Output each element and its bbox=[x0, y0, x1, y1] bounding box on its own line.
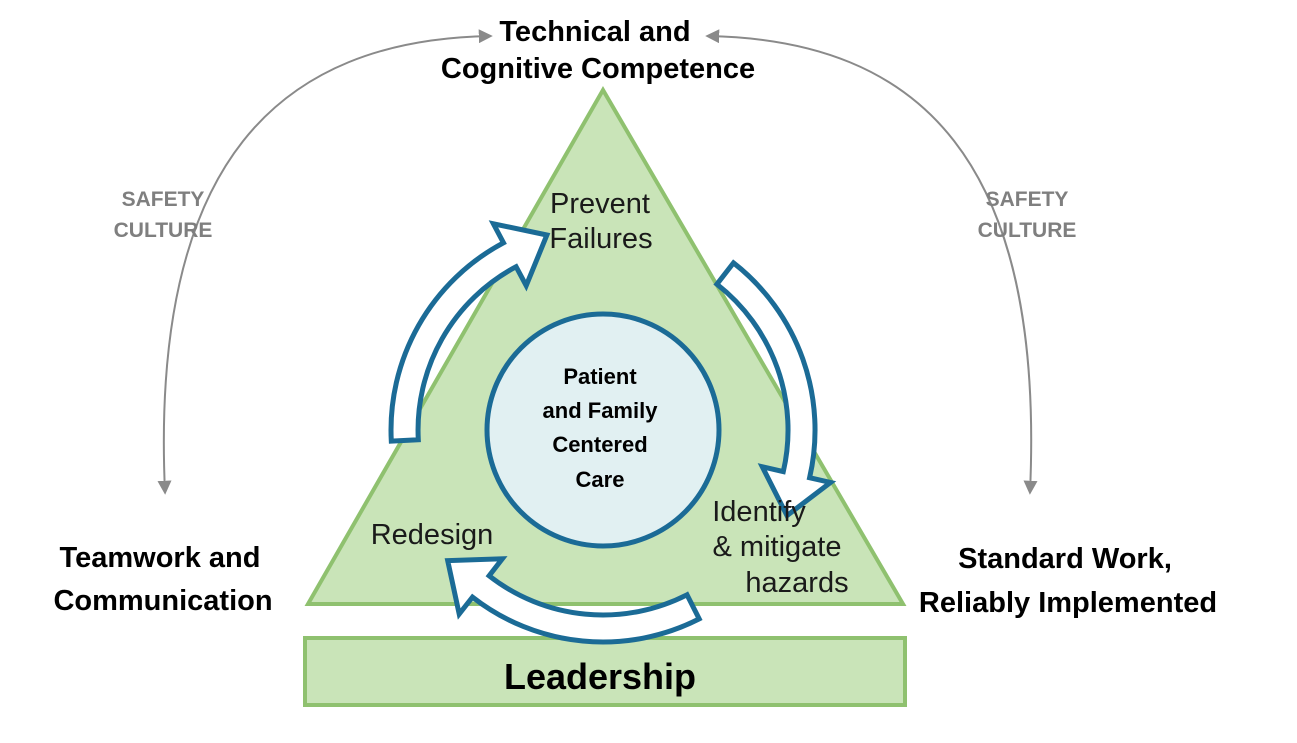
center-label-line4: Care bbox=[576, 467, 625, 492]
center-label-line3: Centered bbox=[552, 432, 647, 457]
culture-right-line2: CULTURE bbox=[978, 219, 1077, 242]
cycle-arrow-prevent-to-identify bbox=[713, 259, 837, 520]
leadership-bar bbox=[303, 636, 907, 707]
top-label-line1: Technical and bbox=[499, 16, 690, 48]
prevent-label-line1: Prevent bbox=[550, 188, 650, 220]
culture-left-line2: CULTURE bbox=[114, 219, 213, 242]
identify-label-line1: Identify bbox=[712, 496, 806, 528]
culture-right-line1: SAFETY bbox=[986, 188, 1069, 211]
top-label-line2: Cognitive Competence bbox=[441, 53, 755, 85]
left-label-line1: Teamwork and bbox=[60, 542, 261, 574]
center-label-line1: Patient bbox=[563, 364, 637, 389]
culture-left-line1: SAFETY bbox=[122, 188, 205, 211]
left-label-line2: Communication bbox=[53, 585, 272, 617]
culture-arc-right bbox=[705, 29, 1038, 495]
culture-arc-left bbox=[157, 29, 493, 495]
identify-label-line2: & mitigate bbox=[713, 531, 842, 563]
redesign-label: Redesign bbox=[371, 519, 494, 551]
leadership-label: Leadership bbox=[504, 656, 696, 697]
cycle-arrow-identify-to-redesign bbox=[444, 556, 703, 645]
right-label-line1: Standard Work, bbox=[958, 543, 1172, 575]
patient-family-care-circle bbox=[484, 311, 722, 549]
identify-label-line3: hazards bbox=[745, 567, 848, 599]
right-label-line2: Reliably Implemented bbox=[919, 587, 1217, 619]
prevent-label-line2: Failures bbox=[549, 223, 652, 255]
center-label-line2: and Family bbox=[543, 398, 659, 423]
cycle-arrow-redesign-to-prevent bbox=[388, 220, 551, 444]
